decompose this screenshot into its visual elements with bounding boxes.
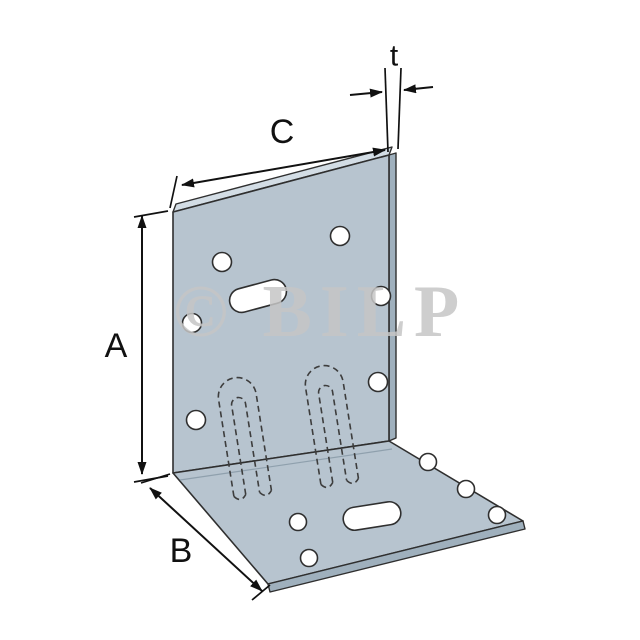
dimension-t-arrow-left [349,88,383,98]
screw-hole [181,312,203,334]
screw-hole [487,505,507,525]
dimension-b-line [149,487,263,592]
slot-hole [228,278,288,314]
plate-front-edge [267,520,526,593]
extension-line [251,584,271,601]
extension-line [384,67,389,153]
screw-hole [367,371,389,393]
extension-line [140,473,171,484]
dimension-c-line [181,147,386,188]
screw-hole [418,452,438,472]
dimension-a: A [105,210,169,483]
watermark-text: © BILP [173,271,468,353]
screw-hole [370,285,392,307]
dimension-c: C [169,67,389,209]
screw-hole [329,225,351,247]
screw-hole [185,409,207,431]
dimension-c-label: C [270,113,295,151]
screw-hole [456,479,476,499]
extension-line [169,175,178,209]
slot-hole [342,500,402,532]
dimension-t-arrow-right [403,84,434,94]
dimension-a-label: A [105,327,128,365]
dimension-b-label: B [170,532,193,570]
dimension-t-label: t [390,40,399,73]
screw-hole [288,512,308,532]
dimension-b: B [140,473,271,601]
dimension-t: t [349,40,434,150]
extension-line [397,67,402,150]
screw-hole [299,548,319,568]
screw-hole [211,251,233,273]
fold-crease [179,448,393,481]
